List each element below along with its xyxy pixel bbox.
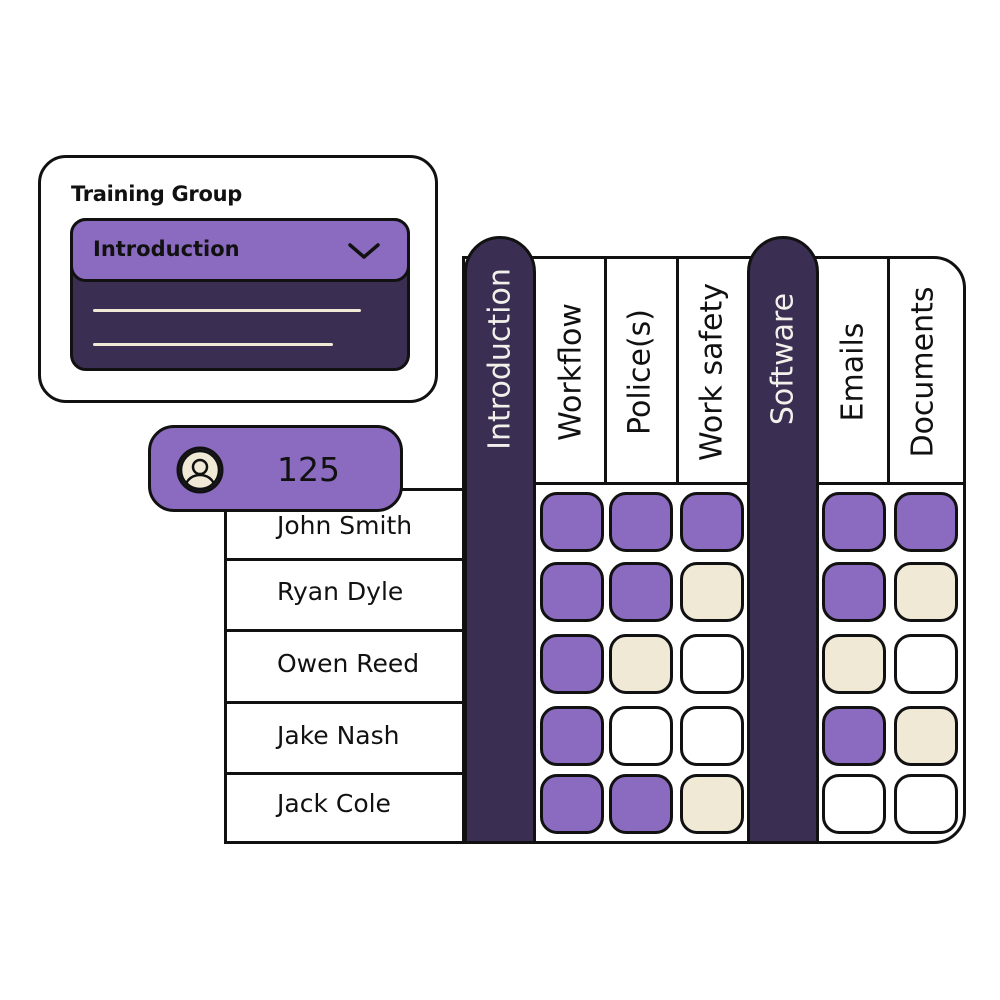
employee-name: Jack Cole <box>277 789 391 818</box>
group-bar-software[interactable]: Software <box>747 236 819 844</box>
column-header-policies[interactable]: Police(s) <box>622 308 658 436</box>
table-row[interactable]: Ryan Dyle <box>227 561 466 632</box>
table-row[interactable]: Jack Cole <box>227 775 466 847</box>
status-cell-workflow[interactable] <box>540 706 604 766</box>
chevron-down-icon[interactable] <box>347 241 381 261</box>
option-placeholder-line[interactable] <box>93 309 361 312</box>
table-row[interactable]: Jake Nash <box>227 704 466 775</box>
status-cell-emails[interactable] <box>822 706 886 766</box>
status-cell-policies[interactable] <box>609 562 673 622</box>
column-divider <box>676 256 679 485</box>
status-cell-documents[interactable] <box>894 492 958 552</box>
user-avatar-icon <box>176 446 224 494</box>
status-cell-emails[interactable] <box>822 492 886 552</box>
status-cell-documents[interactable] <box>894 562 958 622</box>
status-cell-workflow[interactable] <box>540 774 604 834</box>
column-header-emails[interactable]: Emails <box>835 322 871 422</box>
status-cell-policies[interactable] <box>609 634 673 694</box>
status-cell-policies[interactable] <box>609 706 673 766</box>
group-bar-introduction[interactable]: Introduction <box>464 236 536 844</box>
status-cell-documents[interactable] <box>894 634 958 694</box>
column-divider <box>604 256 607 485</box>
status-cell-work-safety[interactable] <box>680 562 744 622</box>
status-cell-emails[interactable] <box>822 774 886 834</box>
status-cell-documents[interactable] <box>894 706 958 766</box>
employee-table: John Smith Ryan Dyle Owen Reed Jake Nash… <box>224 488 469 844</box>
employee-name: John Smith <box>277 511 413 540</box>
status-cell-policies[interactable] <box>609 492 673 552</box>
group-label-introduction: Introduction <box>482 268 518 450</box>
table-row[interactable]: Owen Reed <box>227 632 466 704</box>
employee-name: Ryan Dyle <box>277 577 404 606</box>
matrix-header-divider <box>462 482 966 485</box>
training-group-card: Training Group Introduction <box>38 155 438 403</box>
column-header-workflow[interactable]: Workflow <box>553 303 589 441</box>
training-group-selected-value: Introduction <box>93 237 240 261</box>
training-group-select[interactable]: Introduction <box>70 218 410 282</box>
status-cell-work-safety[interactable] <box>680 634 744 694</box>
column-divider <box>887 256 890 485</box>
status-cell-workflow[interactable] <box>540 492 604 552</box>
participant-count: 125 <box>277 450 340 489</box>
status-cell-documents[interactable] <box>894 774 958 834</box>
status-cell-workflow[interactable] <box>540 562 604 622</box>
training-group-title: Training Group <box>71 182 242 206</box>
participant-count-badge[interactable]: 125 <box>148 425 403 512</box>
column-header-documents[interactable]: Documents <box>905 286 941 458</box>
employee-name: Jake Nash <box>277 721 400 750</box>
status-cell-emails[interactable] <box>822 562 886 622</box>
status-cell-policies[interactable] <box>609 774 673 834</box>
status-cell-workflow[interactable] <box>540 634 604 694</box>
status-cell-work-safety[interactable] <box>680 774 744 834</box>
option-placeholder-line[interactable] <box>93 343 333 346</box>
status-cell-work-safety[interactable] <box>680 492 744 552</box>
table-row[interactable]: John Smith <box>227 491 466 561</box>
status-cell-emails[interactable] <box>822 634 886 694</box>
group-label-software: Software <box>765 292 801 426</box>
status-cell-work-safety[interactable] <box>680 706 744 766</box>
column-header-work-safety[interactable]: Work safety <box>694 282 730 462</box>
employee-name: Owen Reed <box>277 649 420 678</box>
